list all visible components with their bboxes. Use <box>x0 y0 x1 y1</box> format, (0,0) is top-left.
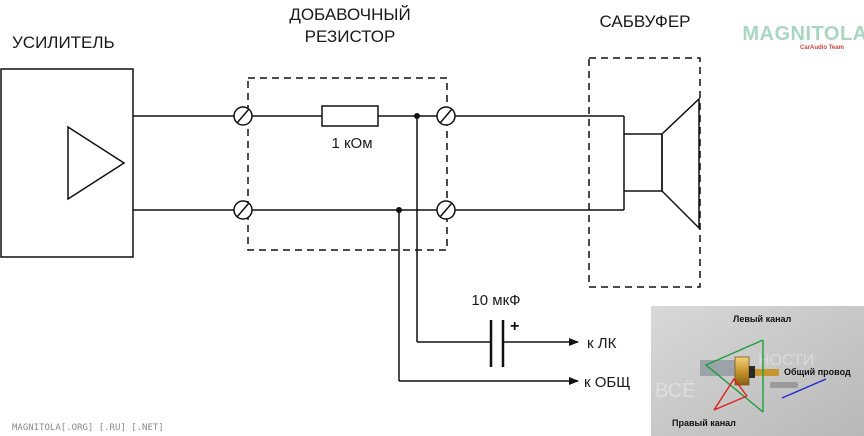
to-common-label: к ОБЩ <box>584 374 630 391</box>
junction-dot-top <box>414 113 420 119</box>
terminal-right-bottom <box>436 200 456 220</box>
resistor-symbol <box>321 105 379 127</box>
amplifier-box <box>0 68 134 258</box>
resistor-module-box <box>247 77 448 251</box>
logo-brand-text: MAGNITOLA <box>742 23 864 45</box>
amplifier-block <box>0 68 134 258</box>
terminal-left-top <box>233 106 253 126</box>
amplifier-label: УСИЛИТЕЛЬ <box>12 33 115 52</box>
to-left-channel-label: к ЛК <box>587 335 617 352</box>
subwoofer-label: САБВУФЕР <box>599 12 690 31</box>
junction-dot-bottom <box>396 207 402 213</box>
logo-team-text: CarAudio Team <box>800 45 844 51</box>
capacitor-polarity-plus: + <box>510 318 519 335</box>
wires <box>133 115 625 385</box>
capacitor-value-label: 10 мкФ <box>471 292 520 309</box>
capacitor-symbol <box>489 320 505 367</box>
resistor-value-label: 1 кОм <box>331 135 372 152</box>
resistor-title-line-1: ДОБАВОЧНЫЙ <box>289 5 410 24</box>
resistor-title-line-2: РЕЗИСТОР <box>305 27 396 46</box>
speaker-icon <box>623 97 700 230</box>
photo-left-channel-label: Левый канал <box>733 314 792 324</box>
amplifier-triangle-symbol <box>67 125 126 201</box>
terminal-right-top <box>436 106 456 126</box>
site-watermark: MAGNITOLA[.ORG] [.RU] [.NET] <box>12 423 164 433</box>
subwoofer-module-box <box>588 57 701 288</box>
photo-faint-text-1: НОСТИ <box>758 352 814 369</box>
rca-plug-photo: НОСТИ ВСЁ Левый канал Общий провод Правы… <box>651 306 864 436</box>
photo-faint-text-2: ВСЁ <box>655 380 695 402</box>
photo-right-channel-label: Правый канал <box>672 418 736 428</box>
terminal-left-bottom <box>233 200 253 220</box>
photo-common-wire-label: Общий провод <box>784 367 851 377</box>
brand-logo: MAGNITOLA CarAudio Team <box>742 23 864 51</box>
